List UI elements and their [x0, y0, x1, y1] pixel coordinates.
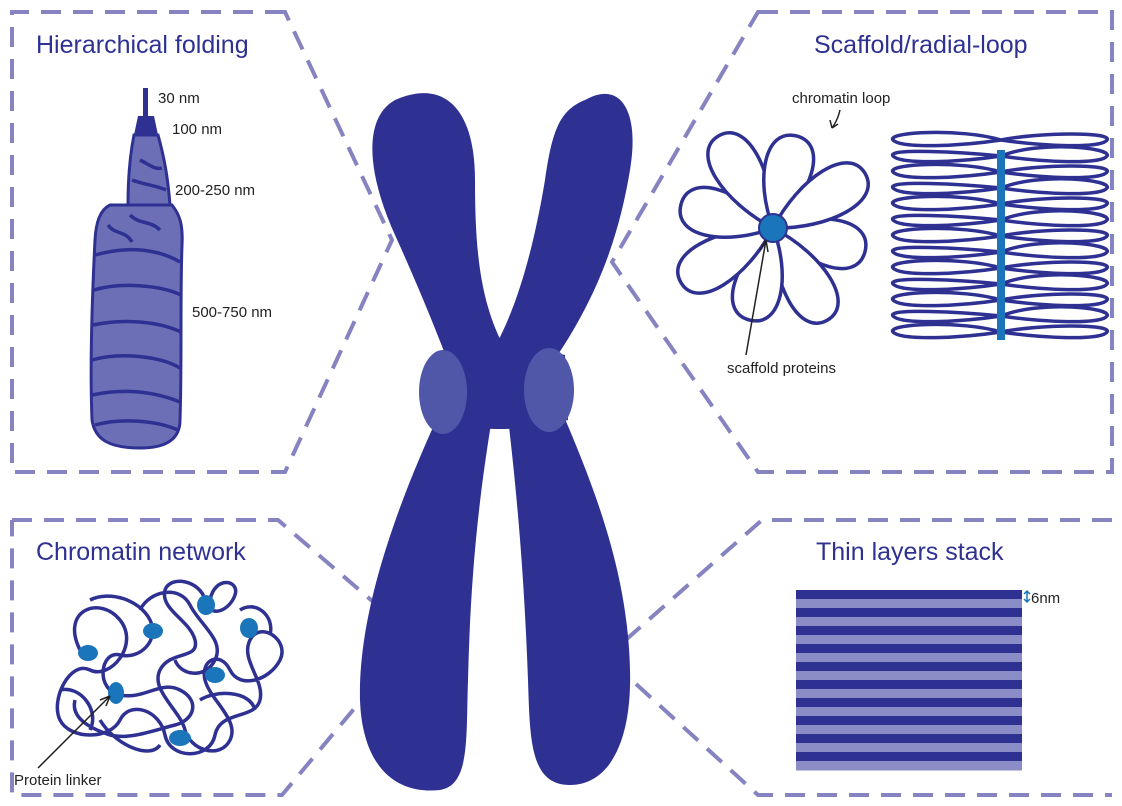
label-500-750nm: 500-750 nm [192, 304, 272, 321]
dark-layer [796, 626, 1022, 636]
light-layer [796, 761, 1022, 771]
chromatin-loop-arrow [830, 110, 840, 128]
scaffold-axis [997, 150, 1005, 340]
layer-thickness-marker [1024, 591, 1030, 602]
layers-panel-title: Thin layers stack [816, 538, 1004, 566]
scaffold-panel-title: Scaffold/radial-loop [814, 31, 1028, 59]
protein-linker [205, 667, 225, 683]
protein-linker [169, 730, 191, 746]
dark-layer [796, 752, 1022, 762]
protein-linker-label: Protein linker [14, 772, 102, 789]
dark-layer [796, 698, 1022, 708]
chromatin-loop-label: chromatin loop [792, 90, 890, 107]
chromatin-network-fiber [57, 581, 282, 753]
light-layer [796, 707, 1022, 717]
dark-layer [796, 662, 1022, 672]
scaffold-protein-core [759, 214, 787, 242]
light-layer [796, 599, 1022, 609]
layer-thickness-label: 6nm [1031, 590, 1060, 607]
label-30nm: 30 nm [158, 90, 200, 107]
dark-layer [796, 644, 1022, 654]
chromosome-upper-right-arm [496, 94, 633, 382]
light-layer [796, 671, 1022, 681]
scaffold-loop [893, 132, 1108, 145]
fold-200nm [128, 135, 170, 205]
protein-linker [108, 682, 124, 704]
protein-linker [240, 618, 258, 638]
light-layer [796, 653, 1022, 663]
chromosome [360, 93, 633, 790]
light-layer [796, 725, 1022, 735]
network-panel-title: Chromatin network [36, 538, 246, 566]
dark-layer [796, 716, 1022, 726]
dark-layer [796, 734, 1022, 744]
protein-linker [197, 595, 215, 615]
hierarchical-panel-frame [12, 12, 392, 472]
layer-stack [796, 590, 1022, 771]
light-layer [796, 689, 1022, 699]
label-200-250nm: 200-250 nm [175, 182, 255, 199]
dark-layer [796, 680, 1022, 690]
fiber-100nm [134, 116, 158, 135]
dark-layer [796, 590, 1022, 600]
dark-layer [796, 608, 1022, 618]
protein-linker [78, 645, 98, 661]
protein-linker [143, 623, 163, 639]
light-layer [796, 617, 1022, 627]
label-100nm: 100 nm [172, 121, 222, 138]
hierarchical-fold-illustration [91, 88, 182, 448]
light-layer [796, 635, 1022, 645]
chromosome-lower-right-arm [508, 412, 630, 785]
kinetochore-right [524, 348, 574, 432]
fiber-30nm [143, 88, 148, 116]
light-layer [796, 743, 1022, 753]
kinetochore-left [419, 350, 467, 434]
hierarchical-panel-title: Hierarchical folding [36, 31, 249, 59]
chromosome-lower-left-arm [360, 412, 492, 790]
scaffold-proteins-label: scaffold proteins [727, 360, 836, 377]
